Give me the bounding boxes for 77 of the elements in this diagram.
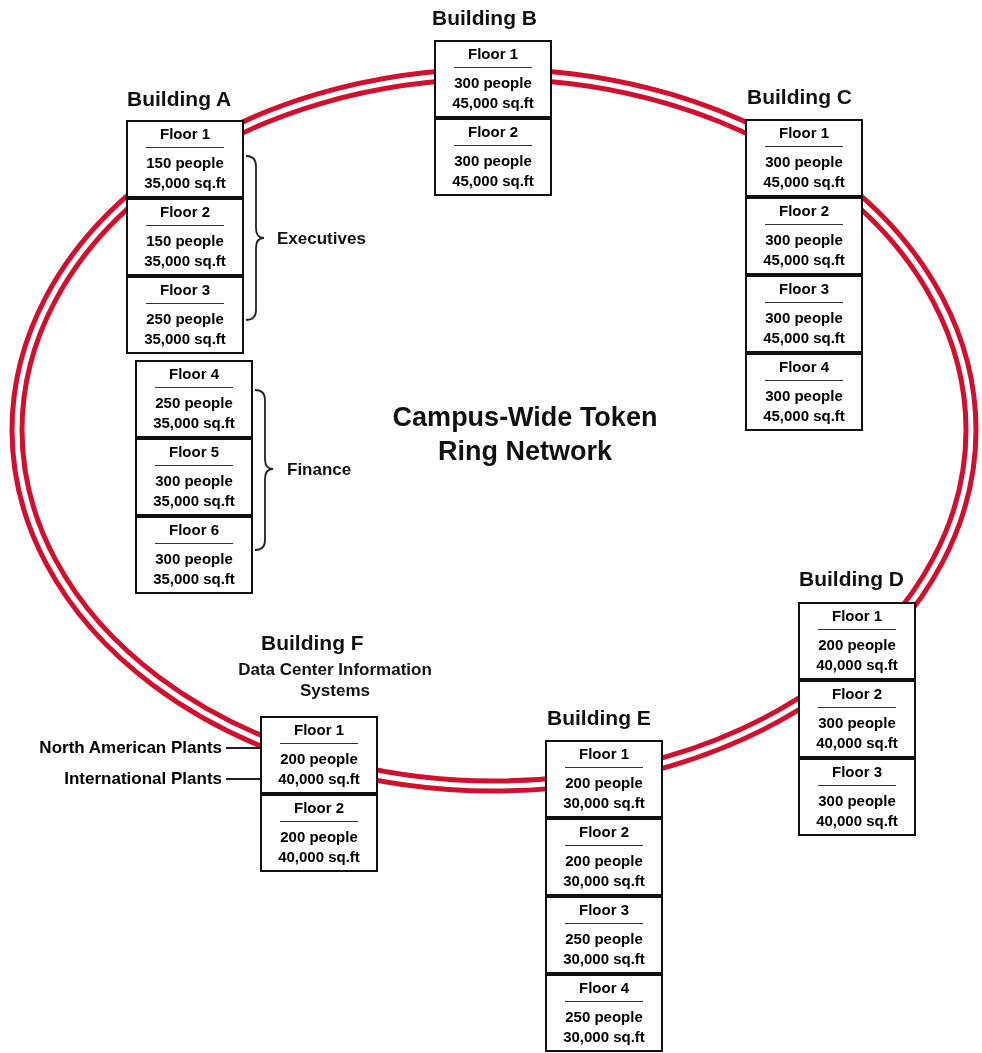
floor-details: 300 people 45,000 sq.ft <box>451 151 535 191</box>
floor-details: 300 people 45,000 sq.ft <box>451 73 535 113</box>
floor-box <box>260 794 378 872</box>
building-name: Building E <box>547 705 652 730</box>
floor-box <box>135 438 253 516</box>
floor-details: 300 people 35,000 sq.ft <box>152 549 236 589</box>
building-subtitle: Data Center Information Systems <box>237 659 433 701</box>
floor-heading: Floor 3 <box>831 763 883 781</box>
floor-heading: Floor 2 <box>293 799 345 817</box>
floor-box <box>126 276 244 354</box>
floor-details: 300 people 45,000 sq.ft <box>762 152 846 192</box>
floor-box <box>545 974 663 1052</box>
building-name: Building A <box>127 86 233 111</box>
floor-box <box>126 198 244 276</box>
floor-box <box>745 353 863 431</box>
group-label: Executives <box>277 228 367 249</box>
floor-heading: Floor 5 <box>168 443 220 461</box>
floor-details: 300 people 45,000 sq.ft <box>762 308 846 348</box>
floor-box <box>798 758 916 836</box>
floor-details: 300 people 40,000 sq.ft <box>815 713 899 753</box>
leader-line <box>225 747 261 749</box>
leader-line <box>225 778 261 780</box>
floor-box <box>126 120 244 198</box>
floor-heading: Floor 4 <box>578 979 630 997</box>
floor-heading: Floor 3 <box>778 280 830 298</box>
floor-heading: Floor 2 <box>159 203 211 221</box>
floor-details: 200 people 40,000 sq.ft <box>277 827 361 867</box>
floor-heading: Floor 6 <box>168 521 220 539</box>
floor-details: 300 people 45,000 sq.ft <box>762 230 846 270</box>
building-name: Building C <box>747 84 853 109</box>
plant-label: International Plants <box>40 769 222 789</box>
floor-heading: Floor 1 <box>159 125 211 143</box>
floor-details: 300 people 45,000 sq.ft <box>762 386 846 426</box>
floor-heading: Floor 4 <box>778 358 830 376</box>
floor-heading: Floor 3 <box>159 281 211 299</box>
floor-details: 250 people 30,000 sq.ft <box>562 929 646 969</box>
floor-details: 200 people 30,000 sq.ft <box>562 851 646 891</box>
floor-heading: Floor 2 <box>778 202 830 220</box>
floor-heading: Floor 1 <box>467 45 519 63</box>
floor-details: 150 people 35,000 sq.ft <box>143 231 227 271</box>
floor-details: 150 people 35,000 sq.ft <box>143 153 227 193</box>
floor-box <box>434 118 552 196</box>
floor-box <box>135 516 253 594</box>
floor-box <box>798 680 916 758</box>
floor-details: 200 people 40,000 sq.ft <box>815 635 899 675</box>
floor-heading: Floor 1 <box>831 607 883 625</box>
floor-heading: Floor 1 <box>578 745 630 763</box>
floor-box <box>545 740 663 818</box>
floor-details: 250 people 35,000 sq.ft <box>143 309 227 349</box>
building-name: Building B <box>432 5 538 30</box>
floor-box <box>798 602 916 680</box>
floor-box <box>745 275 863 353</box>
floor-box <box>260 716 378 794</box>
floor-box <box>745 197 863 275</box>
plant-label: North American Plants <box>20 738 222 758</box>
floor-details: 250 people 30,000 sq.ft <box>562 1007 646 1047</box>
floor-heading: Floor 2 <box>831 685 883 703</box>
floor-details: 300 people 40,000 sq.ft <box>815 791 899 831</box>
group-label: Finance <box>287 459 353 480</box>
building-name: Building D <box>799 566 905 591</box>
floor-heading: Floor 1 <box>778 124 830 142</box>
floor-box <box>135 360 253 438</box>
floor-heading: Floor 1 <box>293 721 345 739</box>
floor-details: 250 people 35,000 sq.ft <box>152 393 236 433</box>
floor-box <box>545 896 663 974</box>
floor-heading: Floor 3 <box>578 901 630 919</box>
floor-box <box>545 818 663 896</box>
network-title: Campus-Wide Token Ring Network <box>391 401 659 468</box>
building-name: Building F <box>261 630 365 655</box>
floor-details: 300 people 35,000 sq.ft <box>152 471 236 511</box>
floor-box <box>745 119 863 197</box>
floor-heading: Floor 2 <box>467 123 519 141</box>
floor-details: 200 people 40,000 sq.ft <box>277 749 361 789</box>
floor-heading: Floor 2 <box>578 823 630 841</box>
floor-heading: Floor 4 <box>168 365 220 383</box>
floor-box <box>434 40 552 118</box>
floor-details: 200 people 30,000 sq.ft <box>562 773 646 813</box>
